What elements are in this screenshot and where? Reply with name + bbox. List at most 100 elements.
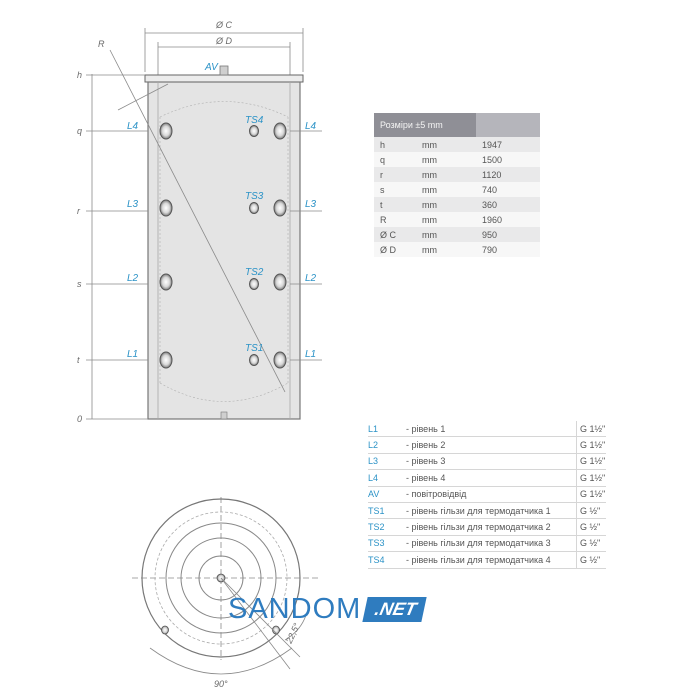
dim-unit-cell: mm [416, 242, 476, 257]
dim-value-cell: 1120 [476, 167, 540, 182]
nozzle-right-l4 [273, 122, 287, 140]
watermark-tag: .NET [362, 596, 427, 622]
dia-c-label: Ø C [215, 20, 233, 30]
label-left-l2: L2 [127, 273, 139, 284]
dimensions-table-header: Розміри ±5 mm [374, 113, 476, 137]
dim-unit-cell: mm [416, 167, 476, 182]
legend-thread: G 1½" [576, 469, 606, 487]
legend-thread: G 1½" [576, 436, 606, 454]
label-ts3: TS3 [245, 191, 264, 202]
nozzle-right-l2 [273, 273, 287, 291]
legend-code: AV [368, 486, 406, 503]
dim-value-cell: 1947 [476, 137, 540, 152]
legend-desc: - рівень гільзи для термодатчика 1 [406, 502, 577, 520]
label-ts2: TS2 [245, 267, 264, 278]
radius-dimension: R [98, 39, 286, 393]
nozzle-left-l4 [159, 122, 173, 140]
dim-value-cell: 790 [476, 242, 540, 257]
legend-desc: - рівень гільзи для термодатчика 4 [406, 551, 577, 569]
dim-unit-cell: mm [416, 212, 476, 227]
radius-label: R [98, 39, 105, 49]
legend-thread: G ½" [576, 502, 606, 520]
dim-unit-cell: mm [416, 152, 476, 167]
mark-r: r [77, 206, 81, 216]
nozzle-left-l3 [159, 199, 173, 217]
diameter-dimensions: Ø C Ø D [144, 20, 304, 80]
legend-thread: G 1½" [576, 453, 606, 471]
watermark-logo: SANDOM .NET [228, 592, 427, 626]
label-ts4: TS4 [245, 115, 264, 126]
dim-value-cell: 1500 [476, 152, 540, 167]
label-left-l3: L3 [127, 199, 139, 210]
legend-code: L4 [368, 469, 406, 487]
nozzle-right-l3 [273, 199, 287, 217]
nozzle-right-l1 [273, 351, 287, 369]
legend-thread: G ½" [576, 551, 606, 569]
label-right-l4: L4 [305, 121, 317, 132]
legend-code: TS2 [368, 518, 406, 536]
nozzle-left-l2 [159, 273, 173, 291]
sensor-ts2 [249, 278, 259, 290]
legend-thread: G 1½" [576, 421, 606, 438]
label-right-l2: L2 [305, 273, 317, 284]
nozzle-left-l1 [159, 351, 173, 369]
dim-value-cell: 950 [476, 227, 540, 242]
dim-label-cell: r [374, 167, 416, 182]
label-av: AV [204, 62, 219, 73]
angle-large-label: 90° [214, 679, 228, 689]
dim-unit-cell: mm [416, 197, 476, 212]
sensor-ts4 [249, 125, 259, 137]
dimensions-table-header-blank [476, 113, 540, 137]
legend-thread: G ½" [576, 535, 606, 553]
legend-desc: - рівень 3 [406, 453, 577, 471]
legend-code: L1 [368, 421, 406, 438]
legend-desc: - рівень гільзи для термодатчика 3 [406, 535, 577, 553]
dim-label-cell: s [374, 182, 416, 197]
watermark-main: SANDOM [228, 592, 362, 625]
dim-unit-cell: mm [416, 137, 476, 152]
label-left-l4: L4 [127, 121, 139, 132]
dim-unit-cell: mm [416, 182, 476, 197]
mark-s: s [77, 279, 82, 289]
dim-label-cell: Ø C [374, 227, 416, 242]
right-leaders [290, 130, 322, 361]
legend-desc: - повітровідвід [406, 486, 577, 503]
dim-value-cell: 740 [476, 182, 540, 197]
mark-t: t [77, 355, 80, 365]
label-ts1: TS1 [245, 343, 263, 354]
legend-desc: - рівень 4 [406, 469, 577, 487]
connection-labels: AV L4 L3 L2 L1 L4 L3 L2 L1 TS4 TS3 TS2 T… [127, 62, 317, 360]
height-marks: h q r s t 0 [77, 70, 148, 424]
legend-desc: - рівень гільзи для термодатчика 2 [406, 518, 577, 536]
dim-label-cell: h [374, 137, 416, 152]
dimensions-table-header-row: Розміри ±5 mm [374, 113, 540, 137]
label-right-l3: L3 [305, 199, 317, 210]
label-right-l1: L1 [305, 349, 316, 360]
dim-label-cell: t [374, 197, 416, 212]
mark-h: h [77, 70, 82, 80]
dim-label-cell: R [374, 212, 416, 227]
dim-label-cell: q [374, 152, 416, 167]
dim-value-cell: 360 [476, 197, 540, 212]
legend-code: L3 [368, 453, 406, 471]
legend-thread: G ½" [576, 518, 606, 536]
dim-unit-cell: mm [416, 227, 476, 242]
